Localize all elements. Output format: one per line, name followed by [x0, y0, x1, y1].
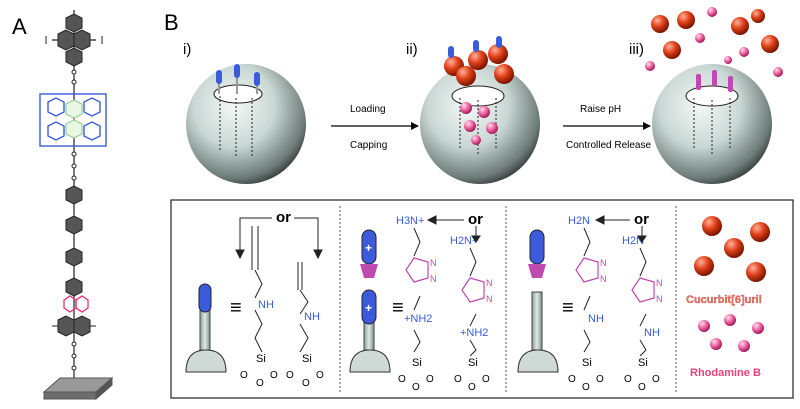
equiv-symbol-3: ≡	[562, 297, 574, 319]
o-label-7: O	[398, 374, 406, 385]
stage-label-iii: iii)	[629, 41, 644, 58]
o-label-9: O	[426, 374, 434, 385]
h2n-label-1: H2N	[568, 215, 590, 227]
equiv-symbol-1: ≡	[230, 297, 242, 319]
nh-label-2: NH	[304, 311, 320, 323]
o-label-17: O	[638, 382, 646, 393]
nh-label-4: NH	[644, 327, 660, 339]
n-label-2: N	[430, 274, 437, 284]
rhodamine-icons	[698, 314, 764, 352]
or-arrows-1	[235, 217, 323, 260]
substrate-plate	[42, 376, 114, 401]
n-label-5: N	[600, 258, 607, 268]
stopper-bottom	[52, 315, 96, 337]
o-label-4: O	[286, 370, 294, 381]
plus-mark-2: +	[365, 301, 372, 315]
nanoparticle-empty	[186, 64, 306, 184]
o-label-18: O	[652, 374, 660, 385]
stage-label-ii: ii)	[406, 41, 418, 58]
o-label-3: O	[270, 370, 278, 381]
equiv-symbol-2: ≡	[392, 297, 404, 319]
o-label-15: O	[596, 374, 604, 385]
h2n-label-2: H2N	[622, 235, 644, 247]
molecular-rod-diagram	[39, 10, 114, 401]
si-label-6: Si	[638, 357, 648, 369]
h3n-plus-label: H3N+	[396, 215, 424, 227]
stalk-icon-1	[185, 283, 227, 373]
arrow1-bottom-label: Capping	[350, 140, 387, 151]
o-label-16: O	[624, 374, 632, 385]
si-label-4: Si	[468, 357, 478, 369]
nh-label-1: NH	[258, 299, 274, 311]
stopper-top	[45, 13, 103, 67]
n-label-4: N	[486, 294, 493, 304]
plus-mark-1: +	[365, 241, 372, 255]
legend-cucurbituril: Cucurbit[6]uril	[686, 294, 762, 306]
o-label-14: O	[582, 382, 590, 393]
or-label-2: or	[468, 211, 483, 228]
nh-label-3: NH	[588, 313, 604, 325]
o-label-11: O	[468, 382, 476, 393]
o-label-2: O	[256, 378, 264, 389]
o-label-10: O	[454, 374, 462, 385]
cucurbituril-icons	[694, 216, 770, 282]
scheme-panel-1: ≡ NH NH Si Si O O O O O O or	[185, 209, 324, 389]
arrow2-top-label: Raise pH	[580, 104, 621, 115]
or-label-3: or	[634, 211, 649, 228]
thread-bipyridinium	[65, 99, 83, 139]
n-label-8: N	[656, 294, 663, 304]
aromatic-segment	[65, 185, 83, 297]
arrow1-top-label: Loading	[350, 104, 386, 115]
macrocycle-ring	[39, 93, 107, 147]
o-label-5: O	[302, 378, 310, 389]
arrow-raise-ph	[563, 122, 651, 130]
legend-rhodamine: Rhodamine B	[690, 367, 761, 379]
o-label-8: O	[412, 382, 420, 393]
scheme-panel-2: + + ≡ H3N+ H2N+ N N N N +NH2 +NH2 Si Si …	[349, 211, 493, 393]
si-label-2: Si	[302, 353, 312, 365]
o-label-12: O	[482, 374, 490, 385]
cucurbituril-caps	[444, 44, 514, 86]
stalk-icon-3	[517, 229, 559, 373]
n-label-6: N	[600, 274, 607, 284]
plus-nh2-label-1: +NH2	[404, 313, 432, 325]
nanoparticle-loaded-capped	[420, 36, 540, 184]
triazole-rings	[405, 257, 485, 303]
n-label-7: N	[656, 278, 663, 288]
or-label-1: or	[276, 209, 291, 226]
released-rhodamine	[645, 7, 783, 77]
rhodamine-loaded	[460, 102, 498, 145]
azobenzene-unit	[63, 295, 89, 313]
linker-atoms	[71, 69, 77, 85]
si-label-3: Si	[412, 357, 422, 369]
released-cucurbituril	[651, 9, 779, 59]
n-label-3: N	[486, 278, 493, 288]
stalk-icon-2	[349, 229, 391, 373]
o-label-1: O	[240, 370, 248, 381]
o-label-13: O	[568, 374, 576, 385]
scheme-dividers	[339, 206, 677, 392]
panel-b-label: B	[164, 10, 179, 35]
legend-panel: Cucurbit[6]uril Rhodamine B	[686, 216, 770, 379]
panel-a-label: A	[12, 14, 27, 39]
si-label-5: Si	[582, 357, 592, 369]
si-label-1: Si	[256, 353, 266, 365]
o-label-6: O	[316, 370, 324, 381]
n-label-1: N	[430, 258, 437, 268]
scheme-panel-3: ≡ H2N H2N N N N N NH NH Si Si O O O O	[517, 211, 663, 393]
arrow-loading-capping	[331, 122, 419, 130]
stage-label-i: i)	[183, 41, 191, 58]
stalk-group	[216, 64, 260, 86]
plus-nh2-label-2: +NH2	[460, 327, 488, 339]
h2n-plus-label: H2N+	[450, 235, 478, 247]
arrow2-bottom-label: Controlled Release	[566, 140, 651, 151]
nanoparticle-released	[645, 7, 783, 184]
